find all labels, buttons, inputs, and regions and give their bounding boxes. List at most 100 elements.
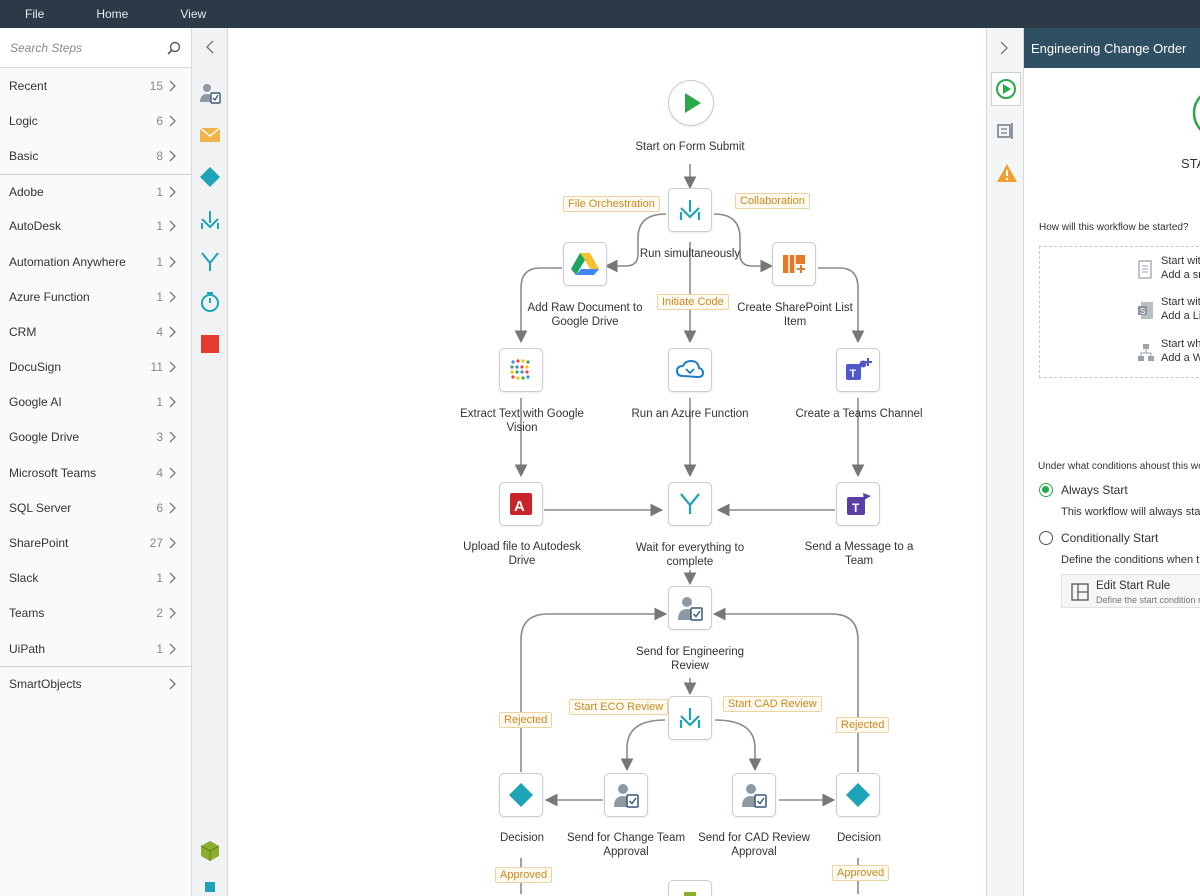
- start-node[interactable]: [668, 80, 714, 126]
- wait-node[interactable]: [668, 482, 712, 526]
- stop-icon[interactable]: [199, 333, 221, 355]
- chevron-right-icon[interactable]: [169, 643, 177, 655]
- chevron-right-icon[interactable]: [169, 607, 177, 619]
- start-big-icon: [1192, 95, 1200, 131]
- tag-approved-right[interactable]: Approved: [832, 865, 890, 881]
- chevron-right-icon[interactable]: [169, 186, 177, 198]
- google-vision-label: Extract Text with Google Vision: [460, 408, 584, 434]
- workflow-canvas[interactable]: Start on Form Submit Run simultaneously …: [228, 28, 986, 896]
- tag-rejected-right[interactable]: Rejected: [836, 717, 890, 733]
- start-option-form-desc: Add a sm: [1161, 269, 1200, 281]
- partial-bottom-node[interactable]: [668, 880, 712, 896]
- decision-left-node[interactable]: [499, 773, 543, 817]
- start-option-list-desc: Add a Lis: [1161, 310, 1200, 322]
- cad-approval-node[interactable]: [732, 773, 776, 817]
- tag-rejected-left[interactable]: Rejected: [499, 712, 553, 728]
- chevron-right-icon[interactable]: [169, 80, 177, 92]
- conditionally-start-radio[interactable]: [1039, 531, 1053, 545]
- chevron-right-icon[interactable]: [169, 396, 177, 408]
- always-start-radio[interactable]: [1039, 483, 1053, 497]
- tag-start-eco-review[interactable]: Start ECO Review: [569, 699, 669, 715]
- chevron-right-icon[interactable]: [169, 572, 177, 584]
- sharepoint-node[interactable]: [772, 242, 816, 286]
- chevron-right-icon[interactable]: [169, 326, 177, 338]
- start-tab[interactable]: [991, 72, 1021, 106]
- merge-icon[interactable]: [199, 251, 221, 273]
- partial-bottom-icon[interactable]: [199, 878, 221, 896]
- search-icon[interactable]: [167, 41, 181, 55]
- step-icon-strip: [192, 28, 228, 896]
- chevron-right-icon[interactable]: [169, 537, 177, 549]
- category-label: SQL Server: [9, 500, 72, 515]
- chevron-right-icon[interactable]: [169, 502, 177, 514]
- tag-collaboration[interactable]: Collaboration: [735, 193, 810, 209]
- run-simultaneously-node[interactable]: [668, 188, 712, 232]
- conditionally-start-label[interactable]: Conditionally Start: [1061, 531, 1159, 545]
- expand-right-icon[interactable]: [999, 41, 1009, 60]
- category-item[interactable]: SQL Server 6: [0, 490, 191, 525]
- tag-file-orchestration[interactable]: File Orchestration: [563, 196, 660, 212]
- category-label: Azure Function: [9, 289, 90, 304]
- google-drive-node[interactable]: [563, 242, 607, 286]
- sharepoint-icon: S: [1138, 302, 1153, 319]
- chevron-right-icon[interactable]: [169, 467, 177, 479]
- properties-tab-icon[interactable]: [996, 121, 1016, 146]
- warning-icon[interactable]: [996, 163, 1018, 188]
- chevron-right-icon[interactable]: [169, 291, 177, 303]
- play-icon: [685, 93, 701, 113]
- decision-right-node[interactable]: [836, 773, 880, 817]
- split-icon[interactable]: [199, 209, 221, 231]
- email-icon[interactable]: [199, 124, 221, 146]
- category-label: Google Drive: [9, 430, 80, 445]
- category-count: 6: [156, 500, 163, 515]
- smartobject-icon[interactable]: [199, 840, 221, 862]
- search-input[interactable]: Search Steps: [10, 40, 83, 55]
- tag-start-cad-review[interactable]: Start CAD Review: [723, 696, 822, 712]
- autodesk-node[interactable]: A: [499, 482, 543, 526]
- menu-view[interactable]: View: [180, 7, 207, 21]
- chevron-right-icon[interactable]: [169, 220, 177, 232]
- edit-start-rule-button[interactable]: Edit Start Rule Define the start conditi…: [1061, 574, 1200, 608]
- category-item[interactable]: SmartObjects: [0, 666, 191, 701]
- review-split-node[interactable]: [668, 696, 712, 740]
- chevron-right-icon[interactable]: [169, 256, 177, 268]
- user-task-icon[interactable]: [199, 82, 221, 104]
- timer-icon[interactable]: [199, 291, 221, 313]
- change-approval-node[interactable]: [604, 773, 648, 817]
- decision-icon[interactable]: [199, 166, 221, 188]
- chevron-right-icon[interactable]: [169, 115, 177, 127]
- menu-home[interactable]: Home: [96, 7, 129, 21]
- teams-message-node[interactable]: T: [836, 482, 880, 526]
- category-count: 11: [150, 360, 163, 375]
- engineering-review-node[interactable]: [668, 586, 712, 630]
- teams-channel-node[interactable]: T: [836, 348, 880, 392]
- azure-function-node[interactable]: [668, 348, 712, 392]
- chevron-right-icon[interactable]: [169, 678, 177, 690]
- search-steps[interactable]: Search Steps: [0, 28, 191, 68]
- tag-initiate-code[interactable]: Initiate Code: [657, 294, 729, 310]
- chevron-right-icon[interactable]: [169, 361, 177, 373]
- collapse-left-icon[interactable]: [199, 36, 221, 58]
- always-start-label[interactable]: Always Start: [1061, 483, 1128, 497]
- chevron-right-icon[interactable]: [169, 431, 177, 443]
- tag-approved-left[interactable]: Approved: [495, 867, 553, 883]
- google-vision-node[interactable]: [499, 348, 543, 392]
- menu-file[interactable]: File: [25, 7, 45, 21]
- chevron-right-icon[interactable]: [169, 150, 177, 162]
